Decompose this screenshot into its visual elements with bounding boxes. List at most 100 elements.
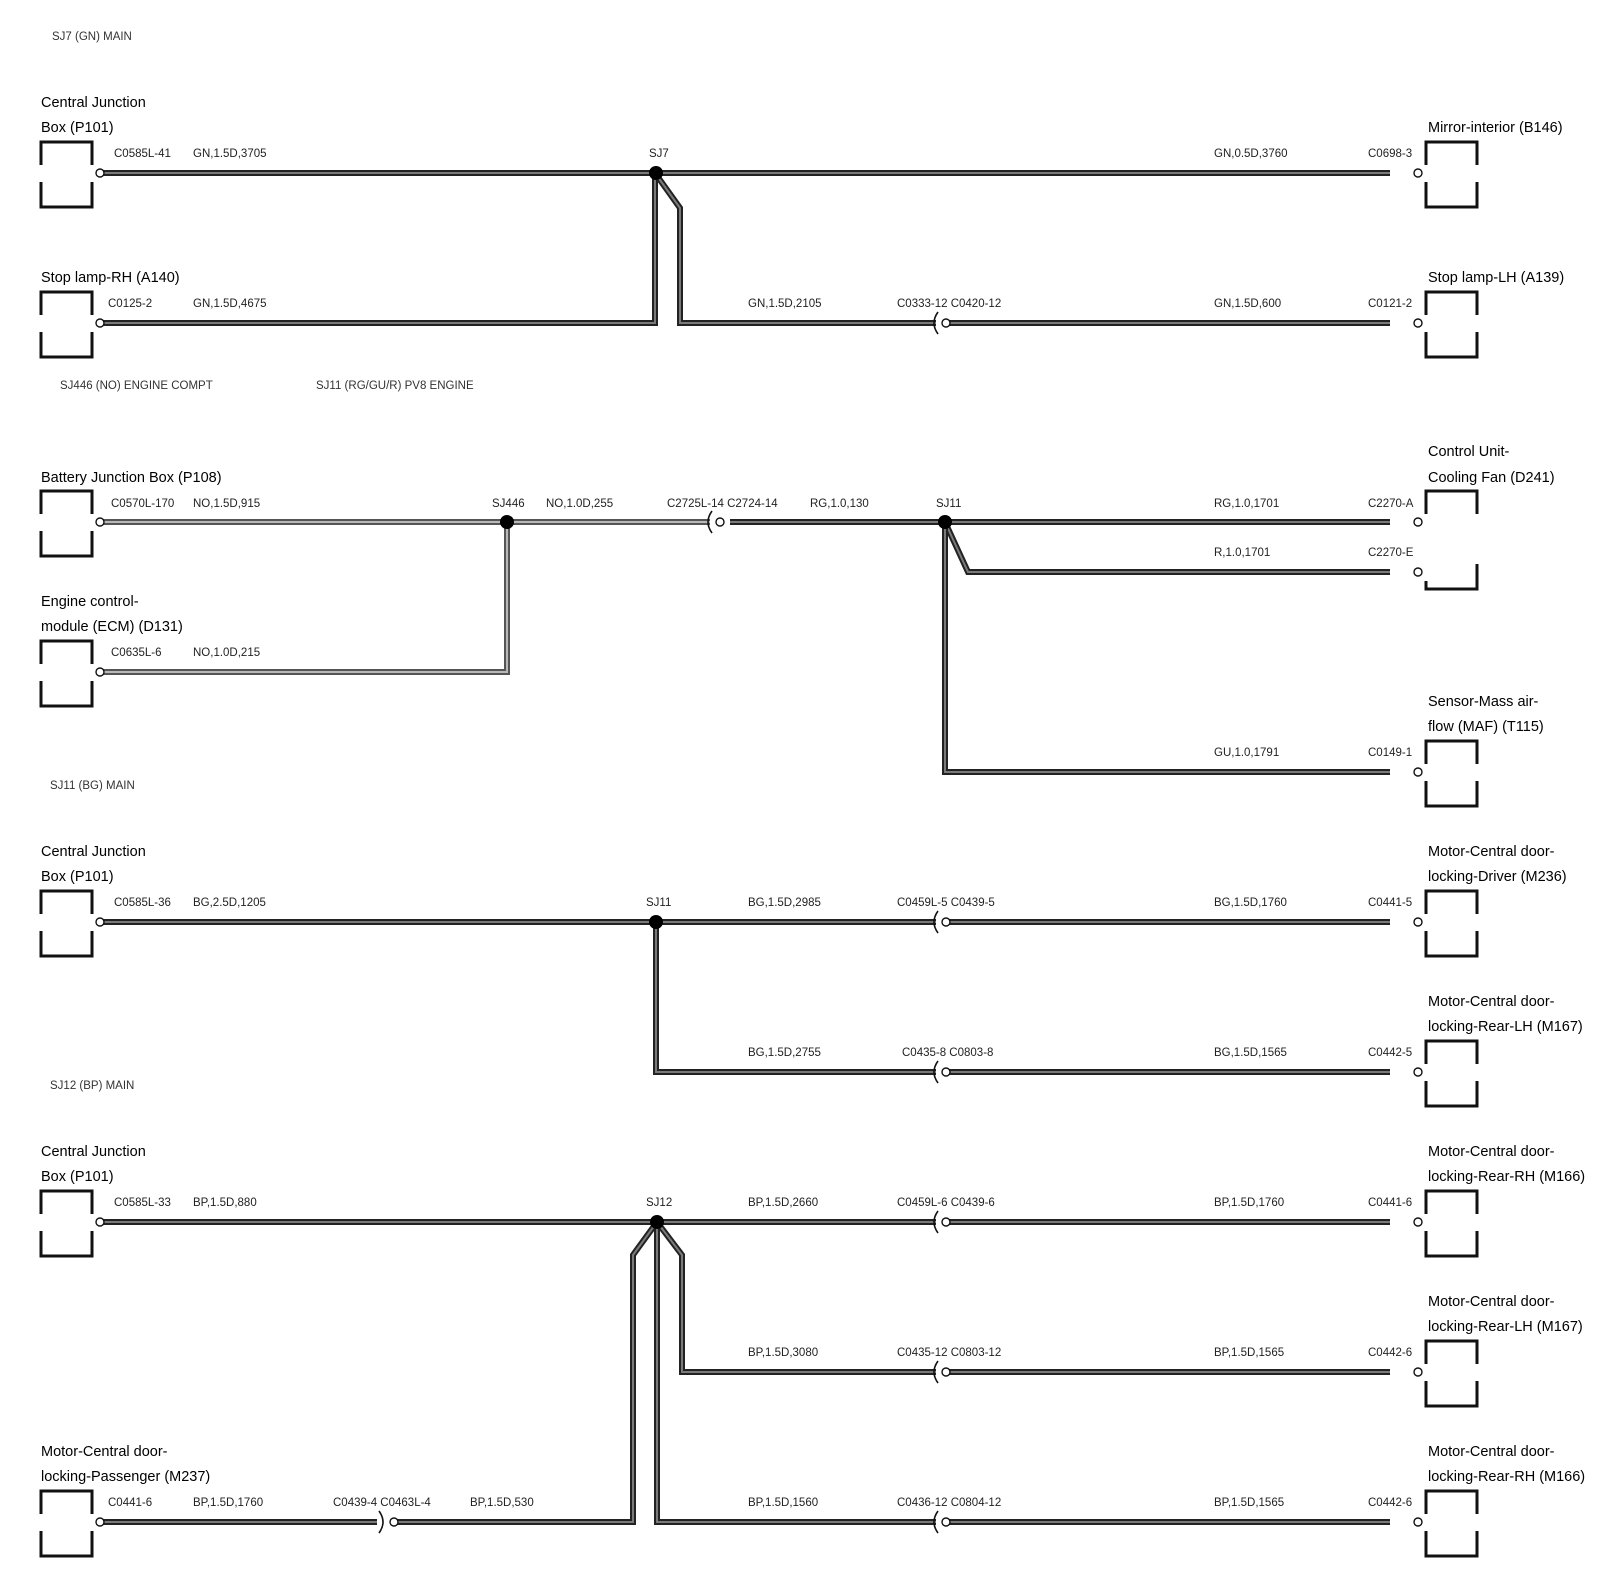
inline-connector-icon: [933, 1060, 951, 1084]
component-label: Motor-Central door-: [1428, 1444, 1555, 1460]
splice-label: SJ7: [649, 148, 669, 160]
wire: [655, 922, 936, 1073]
wire-label: RG,1.0,1701: [1214, 498, 1279, 510]
connector-label: C0439-4 C0463L-4: [333, 1497, 431, 1509]
wire-label: GN,0.5D,3760: [1214, 148, 1288, 160]
component-label: Motor-Central door-: [1428, 1294, 1555, 1310]
splice-node-sj7: [649, 166, 663, 180]
inline-connector-icon: [933, 311, 951, 335]
splice-label: SJ446: [492, 498, 525, 510]
wire-label: NO,1.0D,255: [546, 498, 613, 510]
component-box: [1413, 290, 1479, 359]
pin-label: C0442-5: [1368, 1047, 1412, 1059]
component-label: Stop lamp-RH (A140): [41, 270, 180, 286]
splice-node-sj446: [500, 515, 514, 529]
component-label: locking-Rear-LH (M167): [1428, 1319, 1583, 1335]
wire-label: NO,1.0D,215: [193, 647, 260, 659]
section-heading: SJ12 (BP) MAIN: [50, 1080, 134, 1092]
wire: [100, 173, 658, 326]
component-label: Motor-Central door-: [41, 1444, 168, 1460]
component-box: [1413, 1339, 1479, 1408]
wire: [397, 1221, 658, 1523]
component-label: Cooling Fan (D241): [1428, 470, 1555, 486]
pin-label: C0635L-6: [111, 647, 162, 659]
connector-label: C0436-12 C0804-12: [897, 1497, 1001, 1509]
wire-labels: C0585L-41 GN,1.5D,3705 GN,0.5D,3760 C069…: [108, 148, 1414, 1509]
section-heading: SJ11 (BG) MAIN: [50, 780, 135, 792]
wire: [656, 1221, 936, 1373]
component-label: Box (P101): [41, 1169, 114, 1185]
wire-label: BP,1.5D,1565: [1214, 1497, 1284, 1509]
pin-label: C0441-6: [108, 1497, 152, 1509]
connector-label: C0459L-5 C0439-5: [897, 897, 995, 909]
wire-label: BP,1.5D,1760: [193, 1497, 263, 1509]
component-label: Sensor-Mass air-: [1428, 694, 1539, 710]
component-box: [39, 1189, 105, 1258]
component-label: Central Junction: [41, 95, 146, 111]
inline-connector-icon: [933, 910, 951, 934]
wire-label: GN,1.5D,3705: [193, 148, 267, 160]
section-heading: SJ446 (NO) ENGINE COMPT: [60, 380, 213, 392]
component-label: locking-Driver (M236): [1428, 869, 1567, 885]
component-box: [1413, 1489, 1479, 1558]
splice-node-sj12: [650, 1215, 664, 1229]
wire-label: BP,1.5D,3080: [748, 1347, 818, 1359]
component-label: Stop lamp-LH (A139): [1428, 270, 1564, 286]
splice-label: SJ12: [646, 1197, 672, 1209]
component-label: module (ECM) (D131): [41, 619, 183, 635]
wire: [944, 521, 1390, 573]
component-label: Motor-Central door-: [1428, 1144, 1555, 1160]
section-headings: SJ7 (GN) MAIN SJ446 (NO) ENGINE COMPT SJ…: [50, 31, 474, 1092]
inline-connector-icon: [707, 510, 725, 534]
wire-label: BG,1.5D,2985: [748, 897, 821, 909]
component-label: locking-Passenger (M237): [41, 1469, 210, 1485]
pin-label: C0441-6: [1368, 1197, 1412, 1209]
inline-connector-icon: [933, 1360, 951, 1384]
wire-label: BP,1.5D,1565: [1214, 1347, 1284, 1359]
wire-label: BP,1.5D,880: [193, 1197, 257, 1209]
wire-label: R,1.0,1701: [1214, 547, 1270, 559]
pin-label: C0441-5: [1368, 897, 1412, 909]
splice-nodes: [500, 166, 952, 1229]
connector-label: C0435-8 C0803-8: [902, 1047, 993, 1059]
pin-label: C2270-E: [1368, 547, 1414, 559]
component-box: [1413, 1039, 1479, 1108]
wire-label: BG,1.5D,1760: [1214, 897, 1287, 909]
component-label: locking-Rear-LH (M167): [1428, 1019, 1583, 1035]
pin-label: C0442-6: [1368, 1347, 1412, 1359]
component-box: [39, 489, 105, 558]
wire-label: GN,1.5D,600: [1214, 298, 1281, 310]
component-box: [1413, 489, 1479, 591]
wire: [654, 172, 936, 324]
component-label: Control Unit-: [1428, 444, 1510, 460]
inline-connector-icon: [933, 1510, 951, 1534]
wire-label: BP,1.5D,1760: [1214, 1197, 1284, 1209]
splice-node-sj11-bg: [649, 915, 663, 929]
connector-label: C0333-12 C0420-12: [897, 298, 1001, 310]
wire-label: GN,1.5D,2105: [748, 298, 822, 310]
component-label: Mirror-interior (B146): [1428, 120, 1563, 136]
component-label: Central Junction: [41, 1144, 146, 1160]
component-box: [1413, 739, 1479, 808]
wire-label: BP,1.5D,1560: [748, 1497, 818, 1509]
wire-label: BP,1.5D,530: [470, 1497, 534, 1509]
component-labels: Central Junction Box (P101) Stop lamp-RH…: [41, 95, 1585, 1485]
pin-label: C0585L-33: [114, 1197, 171, 1209]
pin-label: C0585L-36: [114, 897, 171, 909]
wire-label: GN,1.5D,4675: [193, 298, 267, 310]
inline-connector-icon: [933, 1210, 951, 1234]
wire: [100, 173, 656, 324]
component-box: [39, 1489, 105, 1558]
pin-label: C0570L-170: [111, 498, 174, 510]
component-box: [39, 889, 105, 958]
pin-label: C0698-3: [1368, 148, 1412, 160]
wire-label: RG,1.0,130: [810, 498, 869, 510]
wire-label: NO,1.5D,915: [193, 498, 260, 510]
wire: [100, 522, 508, 673]
wire: [944, 522, 1390, 773]
pin-label: C0121-2: [1368, 298, 1412, 310]
component-label: flow (MAF) (T115): [1428, 719, 1544, 735]
wire-label: BG,2.5D,1205: [193, 897, 266, 909]
wire: [942, 522, 1390, 775]
